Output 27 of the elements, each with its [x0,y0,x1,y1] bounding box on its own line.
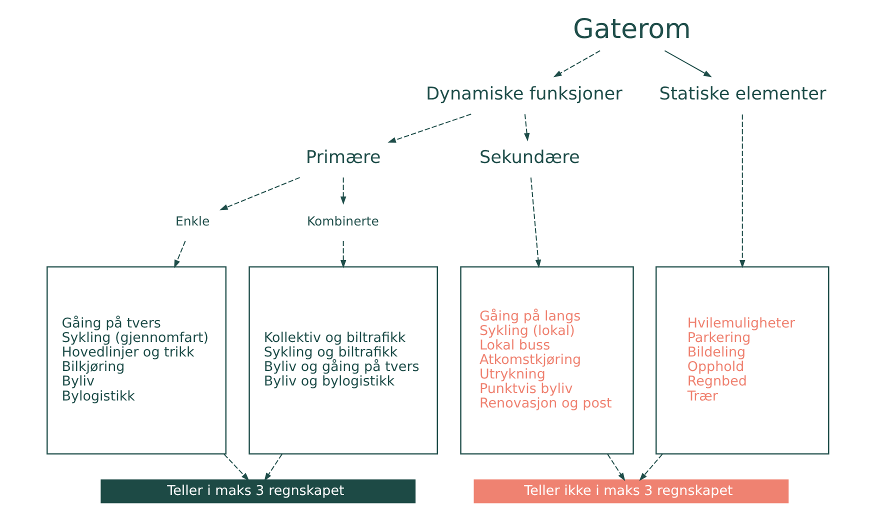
node-text: Sekundære [478,148,580,168]
node-box: Kollektiv og biltrafikk Sykling og biltrafikk Byliv og gåing på tvers Byliv og bylogistikk [248,266,438,455]
arrow [530,177,541,268]
arrow [664,50,712,78]
arrow [174,240,186,268]
arrow [523,114,530,142]
arrow [218,177,300,210]
arrow [638,454,662,482]
node-text: Enkle [175,213,210,228]
arrow [552,50,600,78]
node-box: Hvilemuligheter Parkering Bildeling Opphold Regnbed Trær [655,266,829,455]
node-text: Gaterom [572,14,690,46]
arrow [264,454,282,482]
node-box: Gåing på tvers Sykling (gjennomfart) Hovedlinjer og trikk Bilkjøring Byliv Bylogistikk [46,266,226,455]
node-text: Dynamiske funksjoner [425,84,622,105]
node-text: Statiske elementer [658,84,826,105]
arrow [340,241,346,268]
arrow [606,454,625,482]
node-box: Teller ikke i maks 3 regnskapet [473,479,788,504]
node-box: Gåing på langs Sykling (lokal) Lokal buss Atkomstkjøring Utrykning Punktvis byliv Renovasjon og post [460,266,634,455]
arrow [387,114,471,143]
node-box: Teller i maks 3 regnskapet [100,479,416,504]
arrow [738,114,745,268]
arrow [340,178,346,205]
node-text: Primære [305,148,380,168]
arrow [223,454,249,481]
node-text: Kombinerte [306,213,378,228]
